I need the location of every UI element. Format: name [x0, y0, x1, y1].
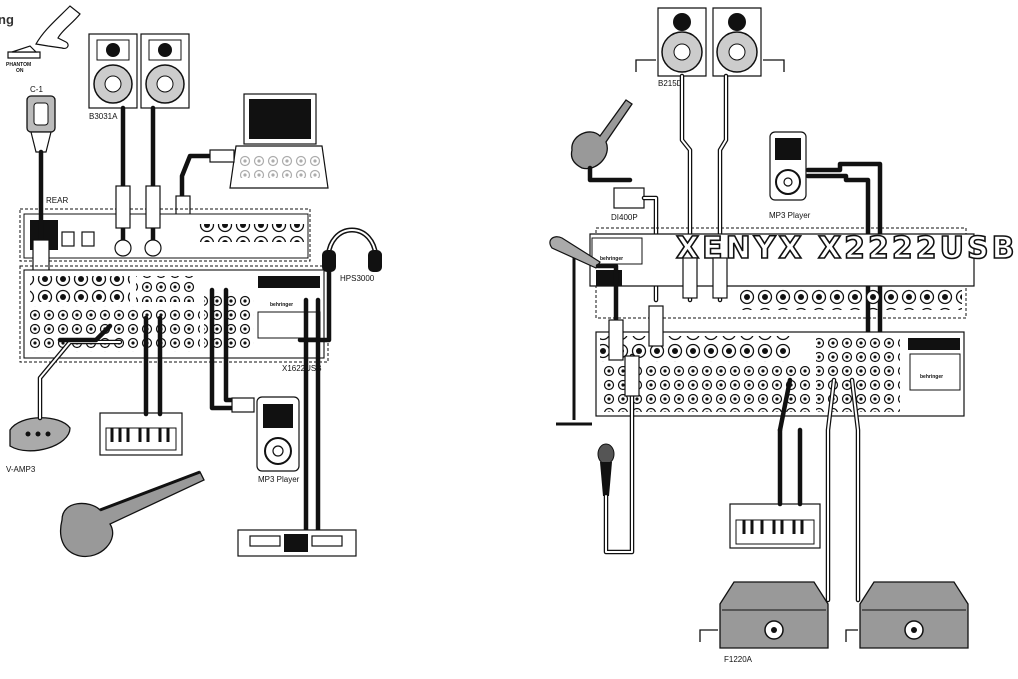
left-mixer-rear-outline [19, 208, 311, 262]
phantom-switch-rear-icon [81, 231, 95, 247]
stand-mic-xlr-plug [608, 319, 624, 361]
left-mixer-channel-knobs [30, 306, 200, 352]
speaker-xlr-plug-left [682, 257, 698, 299]
phantom-label: PHANTOM ON [6, 62, 33, 74]
guitar-cable [57, 323, 113, 343]
mp3-player-right-label: MP3 Player [769, 211, 811, 220]
studio-monitor-left [88, 33, 138, 109]
handheld-mic-xlr-plug [624, 355, 640, 397]
left-mixer-fx-panel [257, 311, 321, 339]
handheld-mic-icon [597, 443, 615, 496]
section-heading-fragment: ng [0, 12, 14, 27]
right-mixer-title: XENYX X2222USB [676, 231, 1018, 266]
rca-plug-icon [231, 397, 255, 413]
headphones-icon [322, 227, 382, 272]
floor-power-cord-left [699, 629, 718, 642]
studio-monitor-right [140, 33, 190, 109]
xlr-plug-right-icon [145, 185, 161, 229]
left-mixer-input-jacks [30, 276, 130, 302]
rca-cable-player-a [209, 287, 243, 411]
player-cable-a [805, 161, 883, 343]
right-mixer-rear-jacks [740, 288, 962, 310]
keyboard-right-icon [729, 503, 821, 549]
tape-recorder-icon [237, 529, 357, 557]
headphones-cable [297, 269, 332, 343]
right-mixer-main-knobs [816, 336, 900, 412]
amp-modeler-label: V-AMP3 [6, 465, 36, 474]
di-box-label: DI400P [611, 213, 638, 222]
condenser-mic-icon [26, 95, 56, 153]
left-mixer-aux-knobs [136, 276, 196, 302]
keyboard-left-icon [99, 412, 183, 456]
floor-monitor-left [719, 581, 829, 649]
electric-guitar-icon [59, 470, 205, 558]
right-mixer-brand-badge [591, 237, 643, 265]
amp-modeler-icon [9, 417, 71, 452]
power-cord-right [763, 59, 785, 72]
floor-power-cord-right [845, 629, 858, 642]
keyboard-cable-right-c [777, 377, 793, 433]
xlr-plug-left-icon [115, 185, 131, 229]
phantom-label-line2: ON [16, 68, 24, 74]
rear-label: REAR [46, 196, 68, 205]
mp3-player-left-label: MP3 Player [258, 475, 300, 484]
mic-on-stand-icon [549, 236, 601, 426]
phantom-label-line1: PHANTOM [6, 62, 31, 68]
mp3-player-right-icon [769, 131, 807, 201]
right-mixer-fx-panel [909, 353, 961, 391]
pa-speaker-right [712, 7, 762, 77]
left-mixer-label: X1622USB [282, 364, 322, 373]
bass-cable [587, 165, 633, 183]
right-mixer-brand-rear: behringer [600, 256, 623, 262]
usb-plug-icon [209, 149, 235, 163]
player-cable-b [805, 173, 871, 343]
right-mixer-outline [595, 227, 967, 319]
floor-monitor-right [859, 581, 969, 649]
left-setup: ng PHANTOM ON B3031A [0, 5, 382, 558]
headphones-label: HPS3000 [340, 274, 375, 283]
rear-outputs-jacks [198, 224, 306, 242]
left-mixer-nameplate [258, 276, 320, 288]
monitor-label: B3031A [89, 112, 118, 121]
bass-guitar-icon [570, 99, 633, 170]
right-mixer-brand: behringer [920, 374, 943, 380]
floor-monitor-label: F1220A [724, 655, 753, 664]
laptop-icon [229, 93, 329, 189]
di-box-icon [613, 187, 645, 209]
power-cord-left [635, 59, 656, 72]
left-mixer-brand: behringer [270, 302, 293, 308]
right-mixer-nameplate [908, 338, 960, 350]
pa-speakers-label: B215D [658, 79, 683, 88]
right-setup: B215D DI400P MP3 Player XENYX X22 [549, 7, 1018, 664]
phantom-switch-icon [7, 5, 81, 59]
pa-speaker-left [657, 7, 707, 77]
speaker-xlr-plug-right [712, 257, 728, 299]
mp3-player-left-icon [256, 396, 300, 472]
di-xlr-plug [648, 305, 664, 347]
power-switch-icon [61, 231, 75, 247]
mic-label: C-1 [30, 85, 43, 94]
